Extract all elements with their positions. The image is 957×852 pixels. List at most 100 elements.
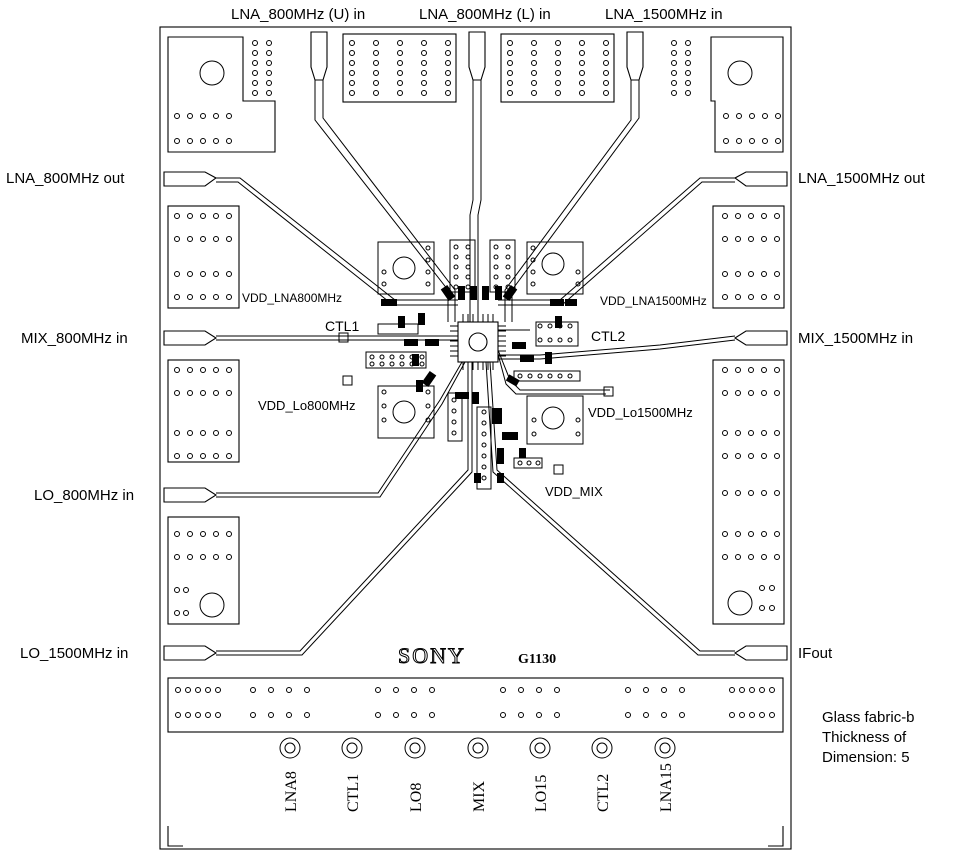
via-hole [373, 90, 379, 96]
via-hole [722, 554, 728, 560]
via-hole [736, 138, 742, 144]
via-hole [748, 430, 754, 436]
via-hole [735, 271, 741, 277]
via-hole [409, 361, 415, 367]
via-hole [505, 264, 511, 270]
via-hole [769, 687, 775, 693]
via-hole [174, 453, 180, 459]
pin-label-mix: MIX [471, 780, 488, 812]
via-hole [397, 90, 403, 96]
via-hole [349, 70, 355, 76]
via-hole [419, 361, 425, 367]
via-hole [425, 257, 431, 263]
via-hole [349, 80, 355, 86]
via-hole [226, 453, 232, 459]
via-hole [671, 80, 677, 86]
via-hole [536, 687, 542, 693]
via-hole [643, 712, 649, 718]
via-hole [200, 236, 206, 242]
signal-traces [216, 80, 736, 656]
via-hole [759, 585, 765, 591]
via-hole [425, 269, 431, 275]
via-hole [266, 50, 272, 56]
via-hole [748, 294, 754, 300]
via-hole [349, 90, 355, 96]
via-hole [557, 337, 563, 343]
chip-pins [450, 314, 506, 370]
via-hole [735, 213, 741, 219]
smd-components [381, 284, 577, 483]
note-line-3: Dimension: 5 [822, 749, 910, 766]
via-hole [213, 213, 219, 219]
via-hole [373, 60, 379, 66]
bottom-ground-strip [167, 677, 784, 733]
via-hole [761, 213, 767, 219]
via-hole [226, 213, 232, 219]
via-hole [774, 271, 780, 277]
via-hole [531, 50, 537, 56]
ground-pad-left-2 [167, 359, 240, 463]
via-hole [555, 70, 561, 76]
ground-pad-top-right [710, 36, 784, 153]
via-hole [500, 712, 506, 718]
via-hole [425, 403, 431, 409]
via-hole [500, 687, 506, 693]
via-hole [252, 50, 258, 56]
via-hole [252, 70, 258, 76]
pin-label-lna15: LNA15 [658, 763, 675, 812]
via-hole [213, 390, 219, 396]
via-hole [409, 354, 415, 360]
via-hole [722, 271, 728, 277]
via-hole [537, 373, 543, 379]
via-hole [226, 430, 232, 436]
via-hole [481, 431, 487, 437]
via-hole [389, 361, 395, 367]
via-hole [735, 294, 741, 300]
via-hole [187, 367, 193, 373]
via-hole [213, 294, 219, 300]
via-hole [397, 60, 403, 66]
via-hole [481, 442, 487, 448]
via-hole [526, 460, 532, 466]
via-hole [761, 531, 767, 537]
via-hole [429, 687, 435, 693]
via-hole [349, 50, 355, 56]
via-hole [226, 271, 232, 277]
via-hole [373, 40, 379, 46]
via-hole [530, 245, 536, 251]
via-hole [517, 373, 523, 379]
via-hole [213, 554, 219, 560]
label-vdd-lna1500: VDD_LNA1500MHz [600, 294, 707, 308]
note-line-2: Thickness of [822, 729, 907, 746]
via-hole [481, 464, 487, 470]
via-hole [451, 408, 457, 414]
via-hole [761, 554, 767, 560]
via-hole [736, 113, 742, 119]
board-outline [159, 26, 792, 850]
via-hole [575, 281, 581, 287]
via-hole [493, 274, 499, 280]
via-hole [603, 60, 609, 66]
via-hole [226, 138, 232, 144]
via-hole [769, 712, 775, 718]
via-hole [373, 80, 379, 86]
via-hole [421, 60, 427, 66]
label-vdd-lo1500: VDD_Lo1500MHz [588, 405, 693, 420]
via-hole [493, 264, 499, 270]
via-hole [643, 687, 649, 693]
via-hole [266, 70, 272, 76]
via-hole [200, 271, 206, 277]
via-hole [373, 70, 379, 76]
via-hole [671, 50, 677, 56]
via-hole [507, 70, 513, 76]
via-hole [748, 453, 754, 459]
via-hole [557, 323, 563, 329]
via-hole [547, 323, 553, 329]
via-hole [381, 389, 387, 395]
via-hole [445, 70, 451, 76]
via-hole [187, 138, 193, 144]
via-hole [375, 712, 381, 718]
via-hole [252, 60, 258, 66]
via-hole [369, 361, 375, 367]
port-lna800-out: LNA_800MHz out [6, 170, 125, 187]
